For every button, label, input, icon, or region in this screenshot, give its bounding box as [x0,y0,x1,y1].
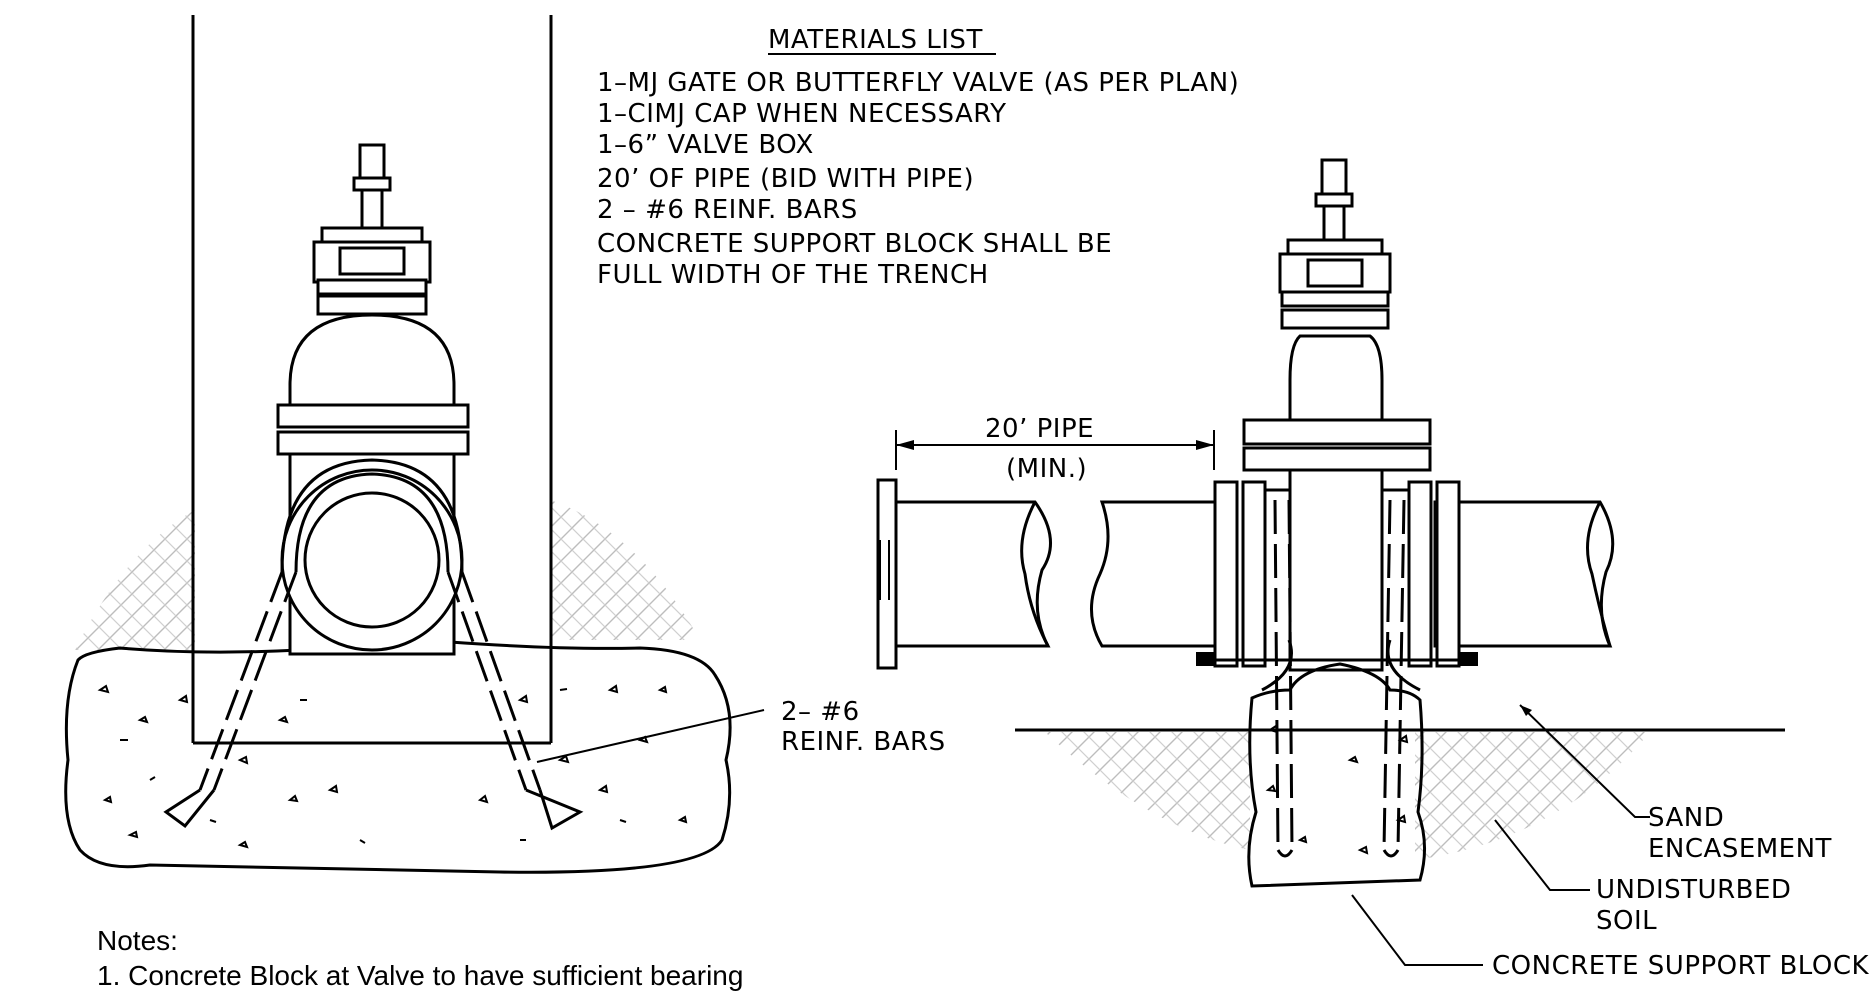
undisturbed-soil-right-view-1 [1045,732,1250,850]
undisturbed-soil-right [550,500,700,640]
materials-line: 1–MJ GATE OR BUTTERFLY VALVE (AS PER PLA… [597,68,1239,98]
pipe-length-label: 20’ PIPE [985,414,1094,444]
end-cap [876,478,898,670]
undisturbed-soil-right-view-2 [1415,732,1650,860]
undisturbed-soil-label-2: SOIL [1596,906,1657,936]
pipe-inner-left [303,491,441,629]
concrete-support-block-right [1247,662,1427,888]
pipe-segment-2 [1090,500,1217,648]
concrete-aggregate [97,684,688,849]
concrete-support-block-label: CONCRETE SUPPORT BLOCK [1492,951,1869,981]
materials-line: 1–6” VALVE BOX [597,130,814,160]
pipe-min-label: (MIN.) [1006,454,1087,484]
notes-heading: Notes: [97,925,178,956]
materials-line: CONCRETE SUPPORT BLOCK SHALL BE [597,229,1112,259]
left-section-view [64,15,765,874]
undisturbed-soil-label-1: UNDISTURBED [1596,875,1791,905]
sand-leader [1519,704,1650,818]
valve-flange-lower [276,430,470,456]
sand-encasement-label-1: SAND [1648,803,1724,833]
reinf-bars-left [163,458,584,831]
materials-line: 20’ OF PIPE (BID WITH PIPE) [597,164,974,194]
block-leader [1351,894,1483,966]
materials-line: 1–CIMJ CAP WHEN NECESSARY [597,99,1007,129]
valve-bonnet-left [288,313,456,407]
right-elevation-view [876,158,1785,966]
reinf-bars-label-2: REINF. BARS [781,727,946,757]
reinf-bars-label-1: 2– #6 [781,697,860,727]
reinf-leader-line [536,709,765,763]
sand-encasement-label-2: ENCASEMENT [1648,834,1832,864]
materials-line: 2 – #6 REINF. BARS [597,195,858,225]
materials-title: MATERIALS LIST [768,25,983,55]
reinf-bars-right [1261,499,1421,858]
concrete-support-block-left [64,640,732,874]
materials-list: MATERIALS LIST 1–MJ GATE OR BUTTERFLY VA… [597,25,1239,290]
undisturbed-soil-left [75,510,195,650]
valve-right [1196,158,1478,672]
valve-operator-left [312,143,432,316]
note-item: 1. Concrete Block at Valve to have suffi… [97,960,743,991]
pipe-segment-3 [1433,500,1615,648]
valve-flange-upper [276,403,470,429]
pipe-dimension [895,430,1215,470]
soil-leader [1494,819,1590,891]
materials-line: FULL WIDTH OF THE TRENCH [597,260,989,290]
